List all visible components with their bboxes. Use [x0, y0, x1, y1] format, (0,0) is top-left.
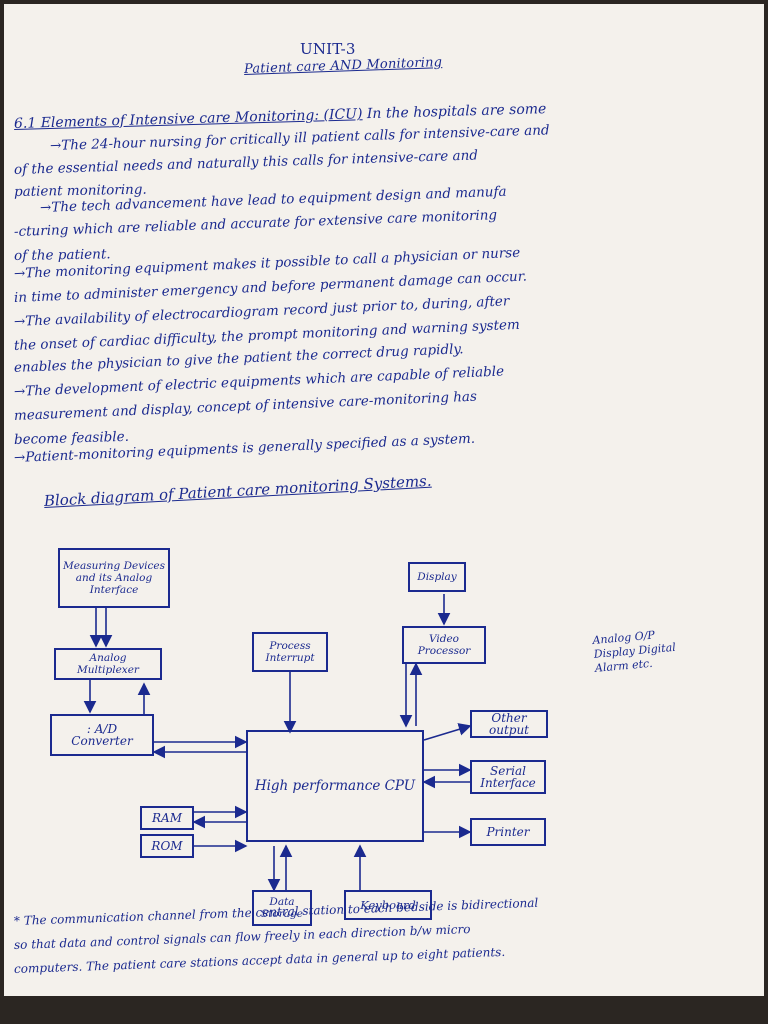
unit-title: UNIT-3 [300, 40, 356, 58]
display-block: Display [408, 562, 466, 592]
ram-block: RAM [140, 806, 194, 830]
printer-block: Printer [470, 818, 546, 846]
process-interrupt-block: Process Interrupt [252, 632, 328, 672]
video-processor-block: Video Processor [402, 626, 486, 664]
keyboard-block: Keyboard [344, 890, 432, 920]
ad-converter-block: : A/D Converter [50, 714, 154, 756]
other-output-block: Other output [470, 710, 548, 738]
analog-output-note: Analog O/P Display Digital Alarm etc. [592, 627, 678, 676]
analog-multiplexer-block: Analog Multiplexer [54, 648, 162, 680]
serial-interface-block: Serial Interface [470, 760, 546, 794]
rom-block: ROM [140, 834, 194, 858]
measuring-devices-block: Measuring Devices and its Analog Interfa… [58, 548, 170, 608]
data-storage-block: Data Storage [252, 890, 312, 926]
diagram-connectors [83, 594, 472, 892]
cpu-block: High performance CPU [246, 730, 424, 842]
notebook-page: UNIT-3 Patient care AND Monitoring 6.1 E… [4, 4, 764, 996]
